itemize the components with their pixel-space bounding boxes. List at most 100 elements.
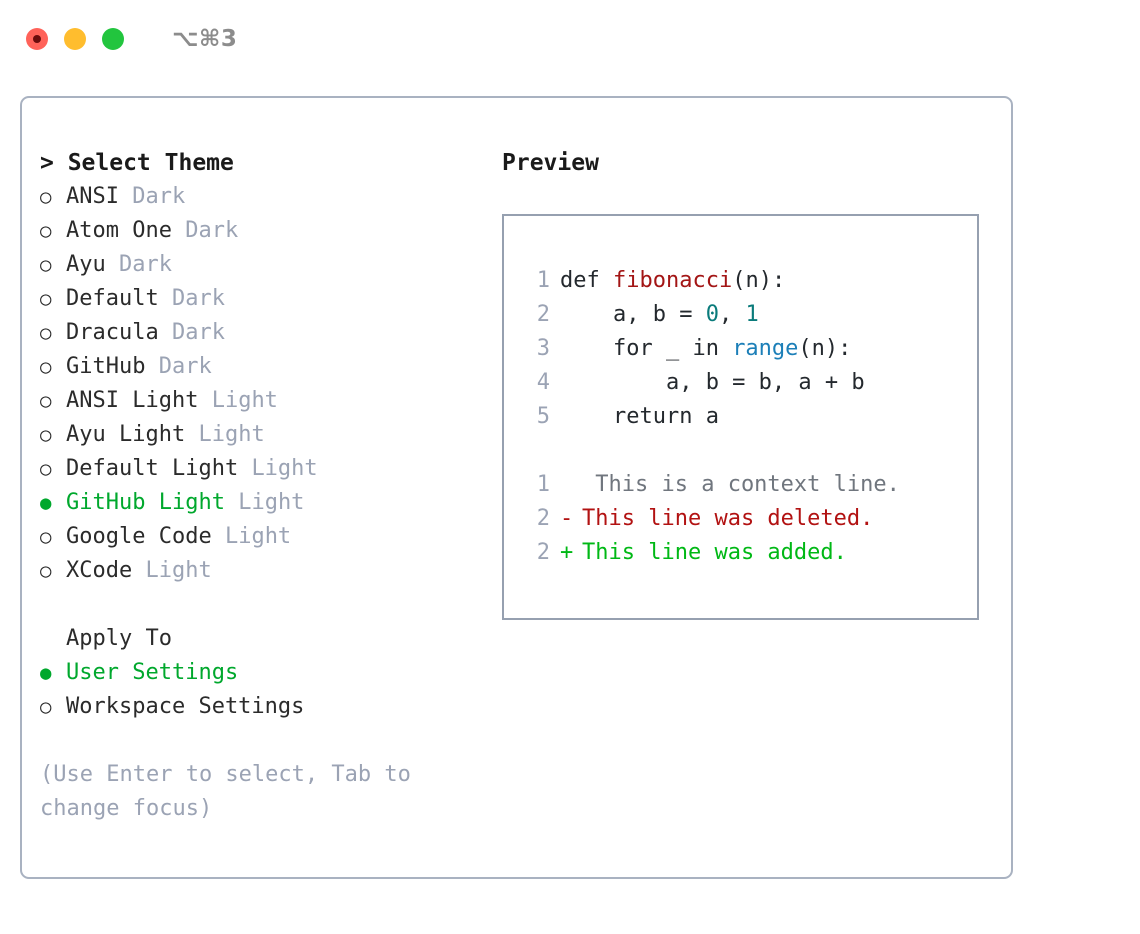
spacer — [524, 434, 977, 468]
theme-option-ayu[interactable]: ○ Ayu Dark — [40, 248, 502, 282]
line-number: 5 — [536, 404, 550, 429]
close-button[interactable] — [26, 28, 48, 50]
radio-unselected-icon: ○ — [40, 356, 52, 378]
maximize-button[interactable] — [102, 28, 124, 50]
window-controls — [26, 28, 124, 50]
code-token-fn: fibonacci — [612, 268, 733, 293]
theme-option-github[interactable]: ○ GitHub Dark — [40, 350, 502, 384]
line-number: 1 — [536, 268, 550, 293]
space — [159, 316, 172, 350]
spacer — [40, 588, 502, 622]
theme-option-label: Ayu Light — [66, 422, 186, 447]
theme-option-default-light[interactable]: ○Default Light Light — [40, 452, 502, 486]
diff-marker-icon — [560, 468, 582, 502]
space — [145, 350, 158, 384]
theme-option-google-code[interactable]: ○ Google Code Light — [40, 520, 502, 554]
radio-unselected-icon: ○ — [40, 288, 52, 310]
diff-line-add: 2 + This line was added. — [524, 536, 977, 570]
code-token-plain: a, b = b, a + b — [560, 370, 865, 395]
theme-variant-label: Dark — [132, 184, 186, 209]
code-token-plain: (n): — [798, 336, 852, 361]
radio-unselected-icon: ○ — [40, 254, 52, 276]
line-number: 2 — [536, 540, 550, 565]
radio-unselected-icon: ○ — [40, 186, 52, 208]
line-number: 3 — [536, 336, 550, 361]
apply-to-option-user-settings[interactable]: ●User Settings — [40, 656, 502, 690]
theme-option-label: Google Code — [66, 524, 212, 549]
keyboard-shortcut-label: ⌥⌘3 — [172, 26, 238, 52]
theme-option-label: Ayu — [66, 252, 106, 277]
theme-option-label: GitHub Light — [66, 490, 225, 515]
line-number: 4 — [536, 370, 550, 395]
code-token-num: 0 — [705, 302, 719, 327]
theme-variant-label: Dark — [185, 218, 239, 243]
space — [198, 384, 211, 418]
radio-unselected-icon: ○ — [40, 696, 52, 718]
theme-option-ansi-light[interactable]: ○ANSI Light Light — [40, 384, 502, 418]
theme-picker-column: > Select Theme ○ANSI Dark○Atom One Dark○… — [40, 146, 502, 826]
apply-to-header: Apply To — [66, 626, 172, 651]
code-token-plain: (n): — [732, 268, 786, 293]
theme-variant-label: Light — [145, 558, 212, 583]
diff-marker-icon: + — [560, 540, 574, 565]
apply-to-list: ●User Settings○Workspace Settings — [40, 656, 502, 724]
title-bar: ⌥⌘3 — [0, 0, 1140, 78]
space — [212, 520, 225, 554]
space — [106, 248, 119, 282]
diff-line-ctx: 1 This is a context line. — [524, 468, 977, 502]
line-number: 2 — [536, 506, 550, 531]
theme-option-github-light[interactable]: ● GitHub Light Light — [40, 486, 502, 520]
theme-option-label: XCode — [66, 558, 133, 583]
theme-variant-label: Dark — [158, 354, 212, 379]
code-line: 3 for _ in range(n): — [524, 332, 977, 366]
radio-unselected-icon: ○ — [40, 220, 52, 242]
theme-list: ○ANSI Dark○Atom One Dark○Ayu Dark○Defaul… — [40, 180, 502, 588]
radio-unselected-icon: ○ — [40, 390, 52, 412]
theme-option-label: GitHub — [66, 354, 146, 379]
theme-option-dracula[interactable]: ○Dracula Dark — [40, 316, 502, 350]
radio-selected-icon: ● — [40, 492, 52, 514]
radio-unselected-icon: ○ — [40, 458, 52, 480]
theme-variant-label: Light — [238, 490, 305, 515]
space — [225, 486, 238, 520]
theme-option-atom-one[interactable]: ○ Atom One Dark — [40, 214, 502, 248]
theme-option-label: Dracula — [66, 320, 159, 345]
code-line: 2 a, b = 0, 1 — [524, 298, 977, 332]
theme-variant-label: Dark — [119, 252, 172, 277]
diff-sample: 1 This is a context line.2-This line was… — [524, 468, 977, 570]
select-theme-header: > Select Theme — [40, 150, 234, 176]
theme-option-label: Atom One — [66, 218, 172, 243]
minimize-button[interactable] — [64, 28, 86, 50]
code-line: 4 a, b = b, a + b — [524, 366, 977, 400]
apply-to-option-workspace-settings[interactable]: ○Workspace Settings — [40, 690, 502, 724]
theme-variant-label: Light — [211, 388, 278, 413]
theme-option-xcode[interactable]: ○ XCode Light — [40, 554, 502, 588]
main-panel: > Select Theme ○ANSI Dark○Atom One Dark○… — [20, 96, 1013, 879]
radio-unselected-icon: ○ — [40, 322, 52, 344]
theme-option-ayu-light[interactable]: ○Ayu Light Light — [40, 418, 502, 452]
diff-line-del: 2-This line was deleted. — [524, 502, 977, 536]
space — [119, 180, 132, 214]
theme-variant-label: Light — [224, 524, 292, 549]
radio-unselected-icon: ○ — [40, 424, 52, 446]
space — [159, 282, 172, 316]
radio-unselected-icon: ○ — [40, 560, 52, 582]
code-token-plain: for _ in — [560, 336, 733, 361]
theme-option-ansi[interactable]: ○ANSI Dark — [40, 180, 502, 214]
space — [132, 554, 145, 588]
space — [238, 452, 251, 486]
code-token-plain: return a — [560, 404, 719, 429]
diff-line-text: This line was added. — [582, 540, 847, 565]
code-token-plain: , — [718, 302, 746, 327]
radio-unselected-icon: ○ — [40, 526, 52, 548]
code-token-call: range — [732, 336, 799, 361]
diff-line-text: This line was deleted. — [582, 506, 874, 531]
space — [185, 418, 198, 452]
space — [172, 214, 185, 248]
theme-option-default[interactable]: ○Default Dark — [40, 282, 502, 316]
